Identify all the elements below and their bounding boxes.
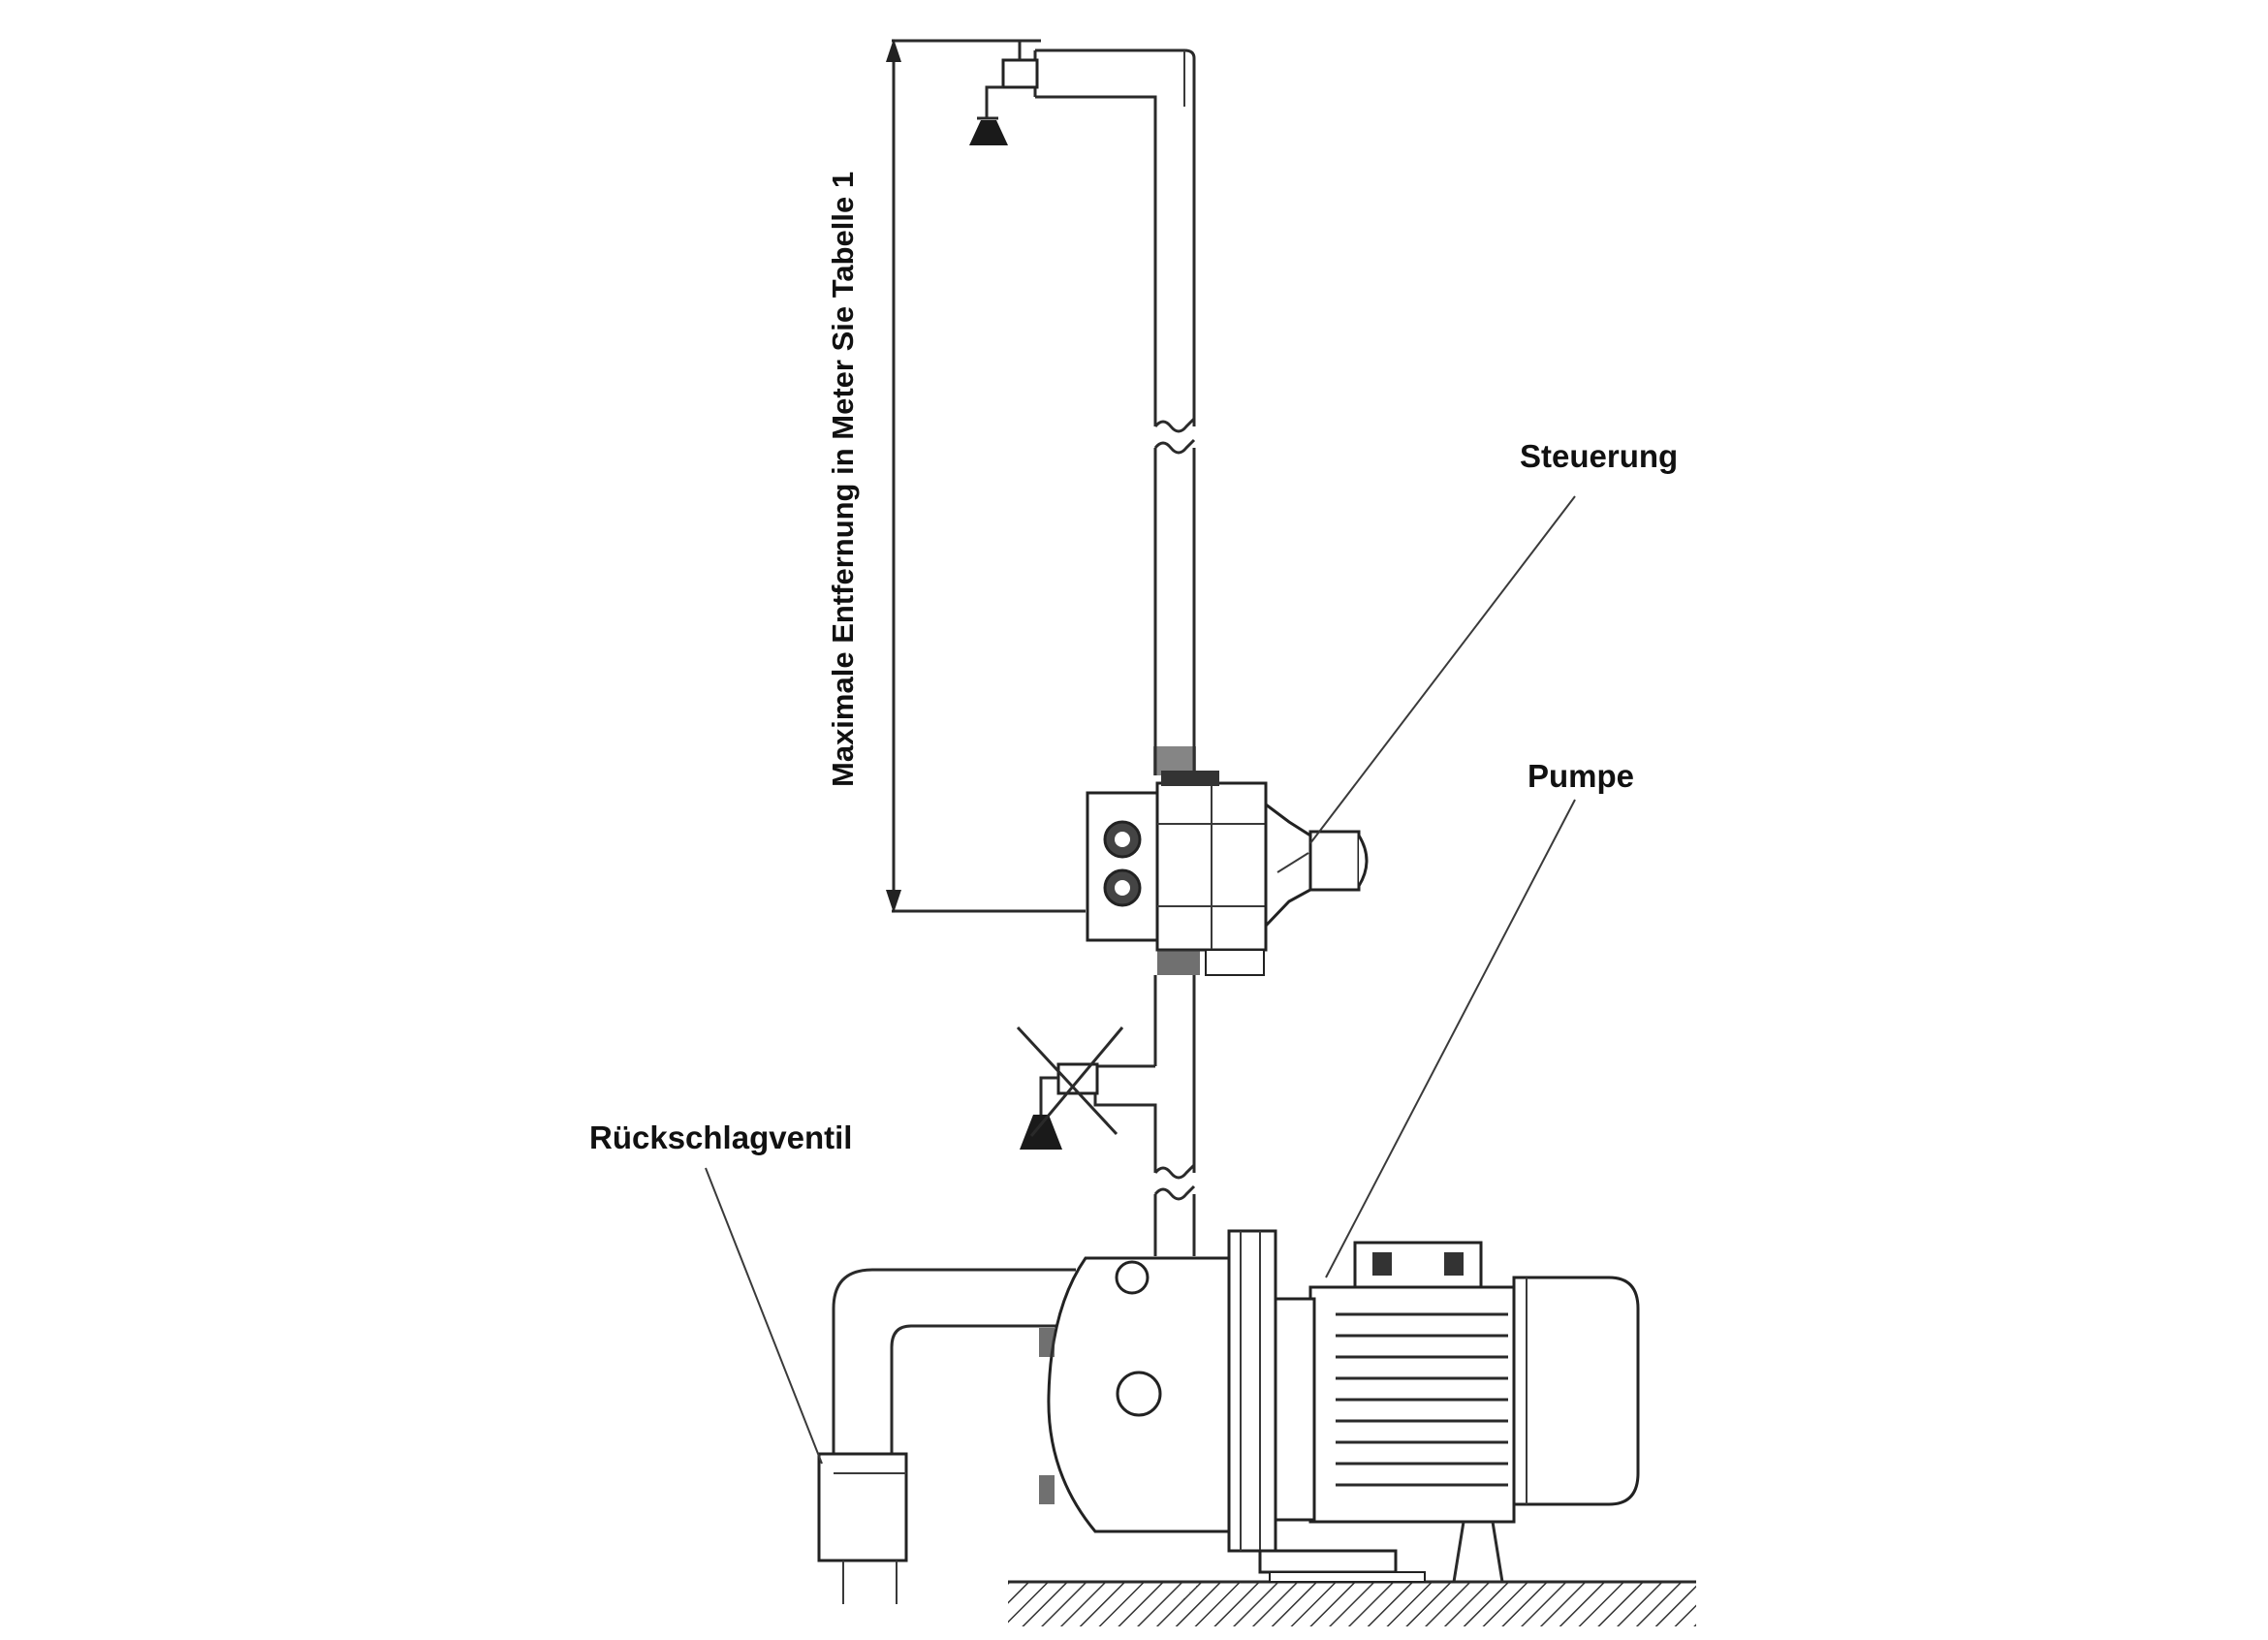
distance-label: Maximale Entfernung in Meter Sie Tabelle… <box>826 172 860 787</box>
distance-dimension <box>886 39 1086 913</box>
motor-cooling-fins <box>1336 1312 1508 1487</box>
top-faucet-icon <box>969 39 1041 145</box>
label-pumpe: Pumpe <box>1528 758 1634 794</box>
vertical-pipe-lower <box>1093 975 1196 1256</box>
vertical-pipe-upper <box>1033 48 1196 785</box>
check-valve <box>817 1452 908 1604</box>
pump <box>1039 1229 1640 1583</box>
label-steuerung: Steuerung <box>1520 438 1678 474</box>
pressure-controller <box>1086 771 1369 976</box>
leader-lines <box>705 495 1576 1465</box>
ground <box>1008 1580 1696 1626</box>
label-rueckschlagventil: Rückschlagventil <box>589 1120 852 1155</box>
suction-pipe <box>832 1268 1076 1464</box>
crossed-faucet-icon <box>1016 1025 1124 1150</box>
